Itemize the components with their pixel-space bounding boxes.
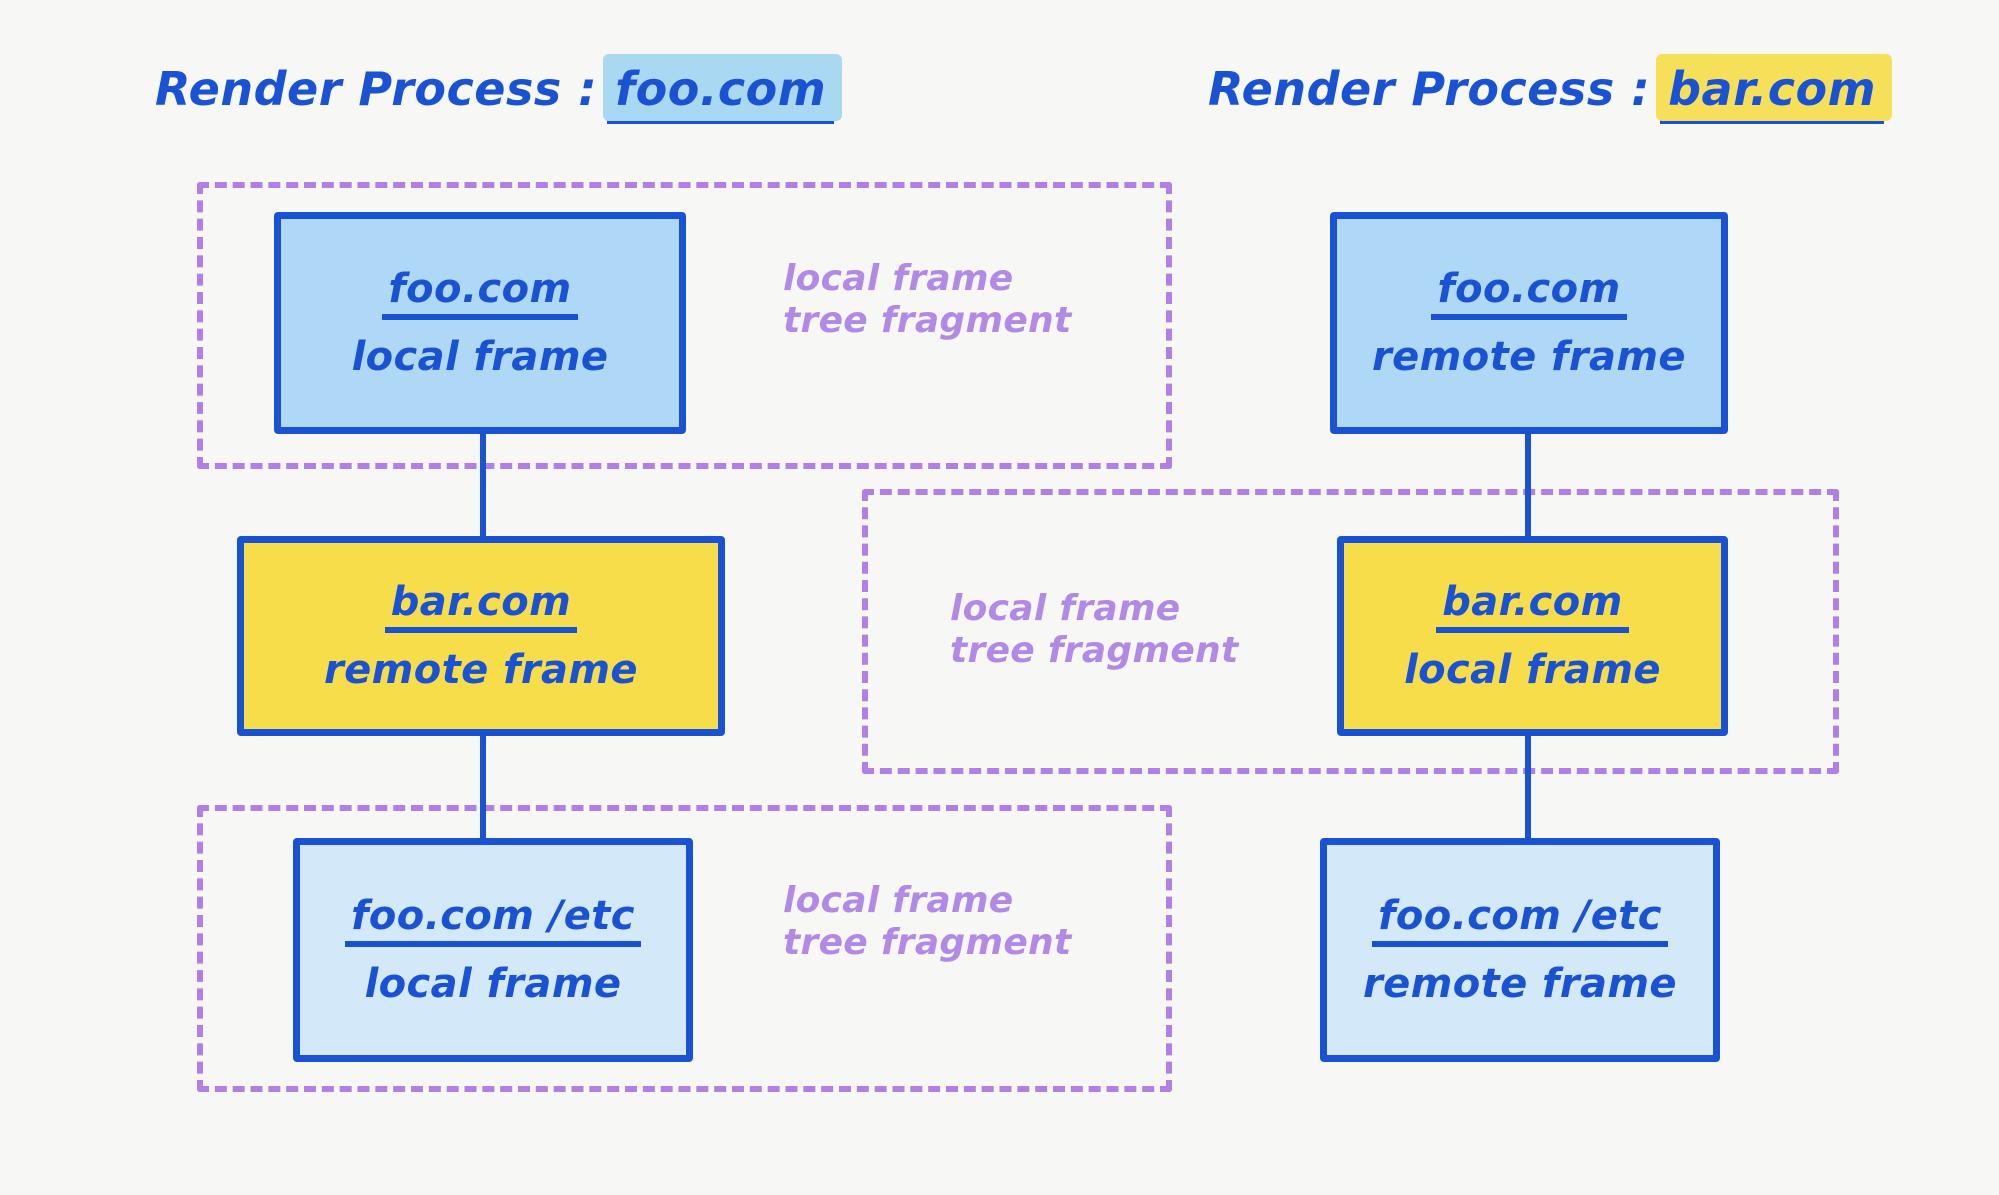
frame-box-left-1[interactable]: foo.com local frame: [274, 212, 686, 434]
fragment-region-left-top: [197, 182, 1172, 469]
frame-kind-right-3: remote frame: [1363, 961, 1677, 1007]
frame-origin-left-2: bar.com: [384, 581, 578, 633]
connector-right-1-2: [1525, 432, 1531, 539]
process-title-bar: Render Process : bar.com: [1208, 54, 1892, 124]
process-title-foo-origin: foo.com: [603, 54, 843, 124]
connector-left-1-2: [480, 430, 486, 540]
frame-kind-left-2: remote frame: [324, 647, 638, 693]
process-title-foo: Render Process : foo.com: [155, 54, 843, 124]
frame-kind-right-2: local frame: [1404, 647, 1661, 693]
process-title-foo-prefix: Render Process :: [155, 62, 598, 116]
frame-box-right-1[interactable]: foo.com remote frame: [1330, 212, 1728, 434]
frame-origin-left-1: foo.com: [382, 268, 578, 320]
fragment-region-middle: [862, 489, 1839, 774]
fragment-label-middle: local frame tree fragment: [950, 588, 1239, 672]
frame-box-right-2[interactable]: bar.com local frame: [1337, 536, 1728, 736]
fragment-region-left-bottom: [197, 805, 1172, 1092]
process-title-bar-origin: bar.com: [1656, 54, 1892, 124]
connector-right-2-3: [1525, 732, 1531, 842]
frame-box-left-2[interactable]: bar.com remote frame: [237, 536, 725, 736]
frame-box-left-3[interactable]: foo.com /etc local frame: [293, 838, 693, 1062]
highlight-swatch-blue: [603, 54, 843, 121]
fragment-label-left-top: local frame tree fragment: [783, 258, 1072, 342]
frame-kind-left-3: local frame: [364, 961, 622, 1007]
connector-left-2-3: [480, 732, 486, 842]
highlight-swatch-yellow: [1656, 54, 1892, 121]
frame-origin-right-3: foo.com /etc: [1372, 895, 1668, 947]
frame-origin-left-3: foo.com /etc: [345, 895, 641, 947]
frame-kind-left-1: local frame: [351, 334, 609, 380]
frame-origin-right-2: bar.com: [1436, 581, 1629, 633]
process-title-bar-prefix: Render Process :: [1208, 62, 1651, 116]
frame-kind-right-1: remote frame: [1372, 334, 1686, 380]
frame-origin-right-1: foo.com: [1431, 268, 1627, 320]
frame-box-right-3[interactable]: foo.com /etc remote frame: [1320, 838, 1720, 1062]
fragment-label-left-bottom: local frame tree fragment: [783, 880, 1072, 964]
